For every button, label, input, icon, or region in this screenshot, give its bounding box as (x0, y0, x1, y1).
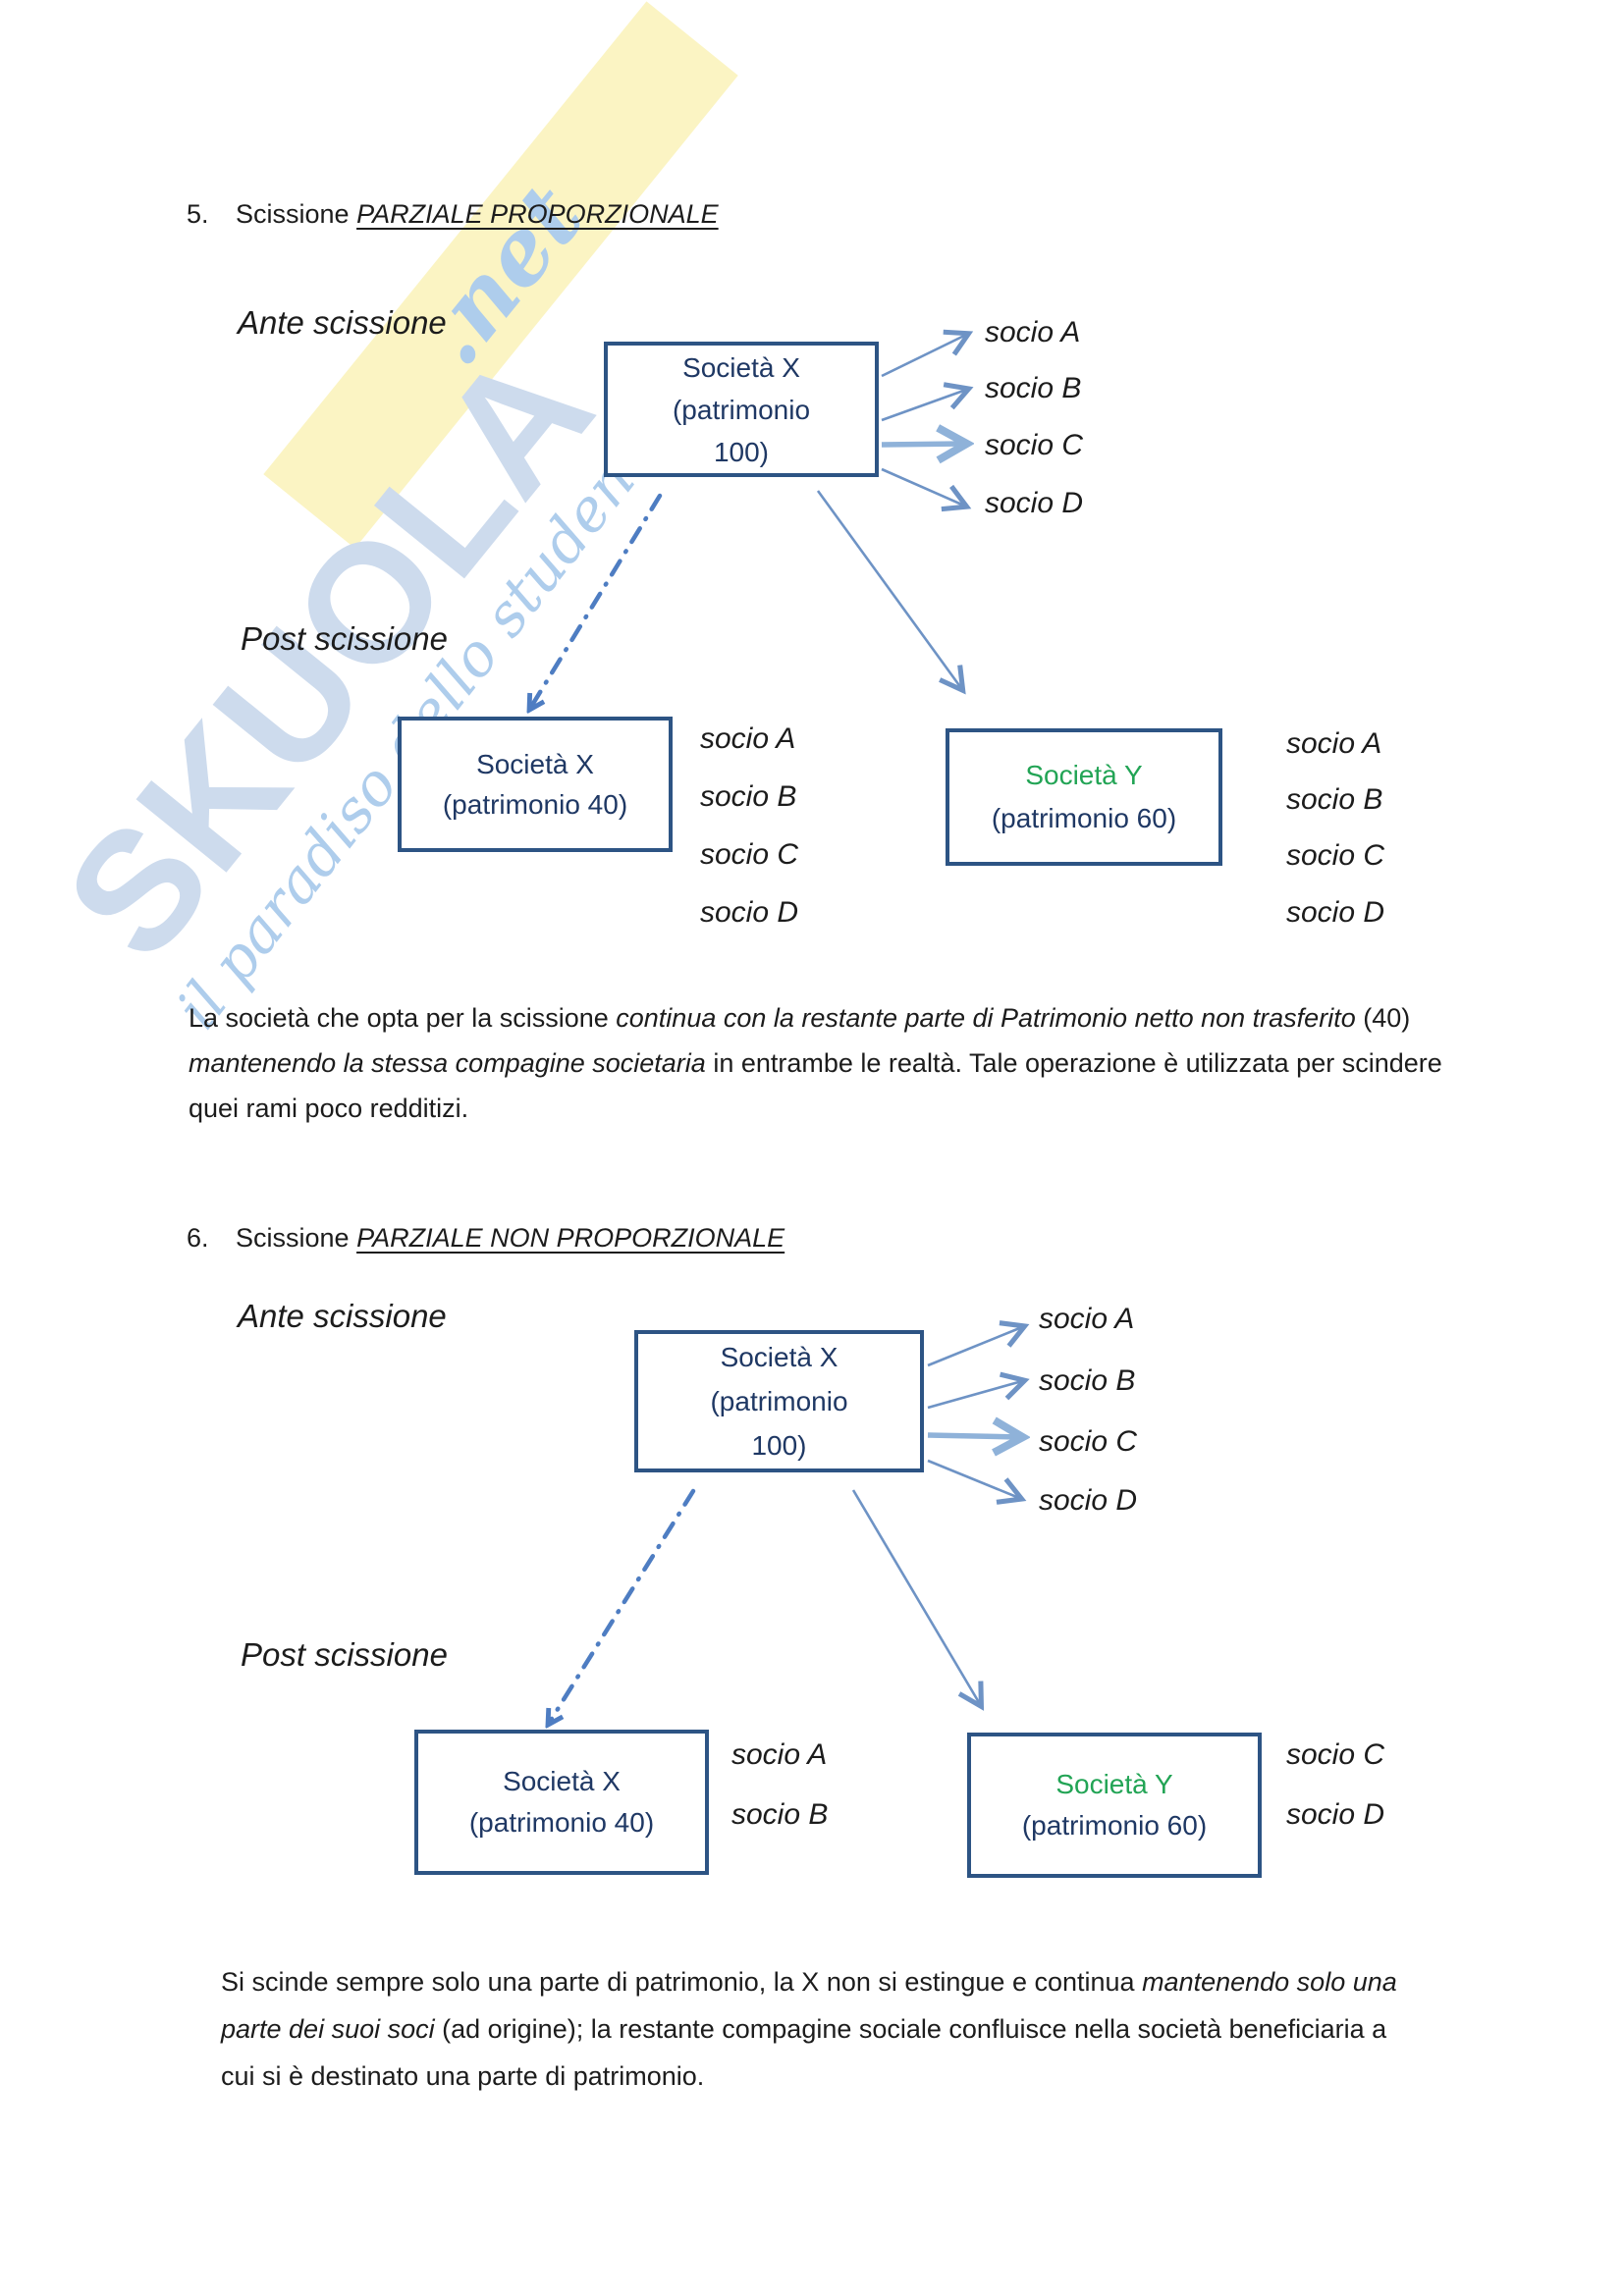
d1-societa-x-ante-line3: 100) (713, 436, 770, 467)
d2-societa-y-post-box: Società Y (patrimonio 60) (967, 1733, 1262, 1878)
d2-societa-y-post-line2: (patrimonio 60) (1021, 1810, 1208, 1841)
section-5-title-emphasis: PARZIALE PROPORZIONALE (356, 199, 719, 229)
d1-ante-socio-d: socio D (985, 487, 1084, 519)
d2-ante-label: Ante scissione (238, 1298, 447, 1334)
p1-seg-4: in entrambe le realtà. Tale operazione è… (189, 1048, 1442, 1123)
d1-ante-socio-a: socio A (985, 316, 1081, 348)
d2-societa-x-post-line2: (patrimonio 40) (468, 1807, 655, 1838)
p1-seg-0: La società che opta per la scissione (189, 1003, 617, 1033)
d1-post-x-socio-b: socio B (700, 780, 797, 813)
d1-post-y-socio-d: socio D (1286, 896, 1385, 929)
section-5-number: 5. (187, 199, 209, 229)
d2-societa-y-post-line1: Società Y (1055, 1769, 1173, 1799)
p1-seg-2: (40) (1355, 1003, 1411, 1033)
d1-post-x-socio-d: socio D (700, 896, 799, 929)
p2-seg-0: Si scinde sempre solo una parte di patri… (221, 1967, 1143, 1997)
d1-ante-socio-b: socio B (985, 372, 1082, 404)
p1-seg-3: mantenendo la stessa compagine societari… (189, 1048, 706, 1078)
d1-post-y-socio-a: socio A (1286, 727, 1382, 760)
d1-post-x-socio-c: socio C (700, 838, 799, 871)
d1-societa-x-ante-box: Società X (patrimonio 100) (604, 342, 879, 477)
section-6-title-emphasis: PARZIALE NON PROPORZIONALE (356, 1223, 785, 1253)
d2-societa-x-ante-line1: Società X (720, 1342, 839, 1372)
section-6-heading: 6. Scissione PARZIALE NON PROPORZIONALE (187, 1223, 784, 1254)
d1-post-x-socio-a: socio A (700, 722, 796, 755)
section-5-paragraph: La società che opta per la scissione con… (189, 995, 1455, 1131)
d1-societa-y-post-box: Società Y (patrimonio 60) (946, 728, 1222, 866)
d1-post-y-socio-c: socio C (1286, 839, 1385, 872)
d1-societa-x-post-box: Società X (patrimonio 40) (398, 717, 673, 852)
d1-societa-x-ante-line2: (patrimonio (672, 394, 811, 425)
d2-societa-x-post-line1: Società X (503, 1766, 621, 1796)
d2-post-y-socio-d: socio D (1286, 1798, 1385, 1831)
p2-seg-2: (ad origine); la restante compagine soci… (221, 2014, 1387, 2091)
d2-societa-x-ante-line2: (patrimonio (710, 1386, 848, 1416)
d2-ante-socio-d: socio D (1039, 1484, 1138, 1517)
d1-post-label: Post scissione (241, 620, 448, 657)
d2-ante-socio-a: socio A (1039, 1303, 1135, 1335)
d2-ante-socio-b: socio B (1039, 1364, 1136, 1397)
d1-societa-x-post-line1: Società X (476, 749, 594, 779)
d1-societa-x-post-line2: (patrimonio 40) (442, 789, 628, 820)
d2-post-y-socio-c: socio C (1286, 1738, 1385, 1771)
d2-societa-x-ante-line3: 100) (751, 1430, 807, 1461)
d2-societa-x-ante-box: Società X (patrimonio 100) (634, 1330, 924, 1472)
d2-societa-x-post-box: Società X (patrimonio 40) (414, 1730, 709, 1875)
d2-post-x-socio-b: socio B (731, 1798, 829, 1831)
d1-ante-socio-c: socio C (985, 429, 1084, 461)
d1-societa-y-post-line2: (patrimonio 60) (991, 803, 1177, 833)
d2-ante-socio-c: socio C (1039, 1425, 1138, 1458)
section-6-paragraph: Si scinde sempre solo una parte di patri… (221, 1958, 1399, 2100)
section-5-title: Scissione (236, 199, 357, 229)
d1-post-y-socio-b: socio B (1286, 783, 1383, 816)
d2-post-label: Post scissione (241, 1636, 448, 1673)
p2-seg-1: mantenendo solo una parte dei suoi soci (221, 1967, 1397, 2044)
d2-post-x-socio-a: socio A (731, 1738, 828, 1771)
d1-societa-x-ante-line1: Società X (682, 351, 800, 383)
section-5-heading: 5. Scissione PARZIALE PROPORZIONALE (187, 199, 719, 230)
section-6-number: 6. (187, 1223, 209, 1253)
d1-ante-label: Ante scissione (238, 304, 447, 341)
d1-societa-y-post-line1: Società Y (1025, 760, 1143, 790)
p1-seg-1: continua con la restante parte di Patrim… (616, 1003, 1356, 1033)
section-6-title: Scissione (236, 1223, 357, 1253)
